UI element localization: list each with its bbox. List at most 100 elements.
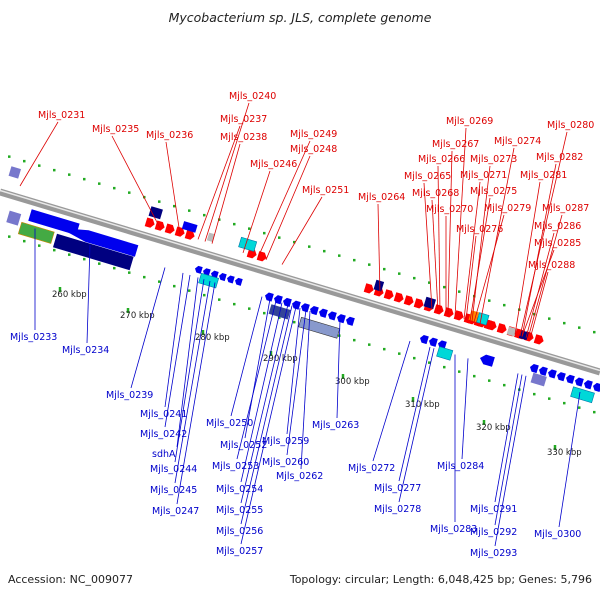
minus-gene-arrow — [265, 292, 274, 302]
gene-label-plus: Mjls_0231 — [38, 110, 85, 121]
gene-label-minus: Mjls_0257 — [216, 546, 263, 557]
upper-track-dot — [68, 173, 71, 176]
dark-gene-block — [52, 233, 134, 271]
minus-gene-arrow — [328, 311, 337, 321]
gene-label-minus: Mjls_0242 — [140, 429, 187, 440]
lower-track-dot — [263, 311, 266, 315]
upper-track-dot — [83, 177, 86, 181]
purple-gene-box — [8, 166, 22, 179]
upper-track-dot — [263, 231, 266, 235]
leader-line — [230, 296, 263, 417]
leader-line — [242, 170, 271, 254]
gene-label-plus: Mjls_0282 — [536, 152, 583, 163]
lower-track-dot — [83, 257, 86, 261]
gene-label-plus: Mjls_0275 — [470, 186, 517, 197]
lower-track-dot — [548, 397, 551, 400]
upper-track-dot — [428, 281, 431, 284]
minus-gene-arrow — [60, 228, 139, 257]
minus-gene-arrow — [235, 277, 243, 286]
map-title: Mycobacterium sp. JLS, complete genome — [168, 10, 432, 25]
accession-text: Accession: NC_009077 — [8, 573, 134, 586]
lower-track-dot — [473, 374, 476, 378]
upper-track-dot — [248, 227, 251, 230]
plus-gene-arrow — [383, 289, 394, 300]
upper-track-dot — [458, 290, 461, 293]
minus-gene-arrow — [219, 273, 227, 282]
scale-label: 270 kbp — [120, 311, 155, 321]
minus-gene-arrow — [337, 314, 346, 324]
leader-line — [469, 197, 491, 322]
upper-track-dot — [548, 317, 551, 320]
leader-line — [211, 143, 241, 244]
gene-label-minus: Mjls_0256 — [216, 526, 263, 537]
gene-label-minus: Mjls_0272 — [348, 463, 395, 474]
leader-line — [240, 306, 297, 545]
lower-track-dot — [428, 361, 431, 364]
scale-label: 260 kbp — [52, 290, 87, 300]
gene-label-plus: Mjls_0287 — [542, 203, 589, 214]
lower-track-dot — [188, 289, 191, 292]
leader-line — [236, 300, 277, 460]
upper-track-dot — [398, 272, 401, 275]
leader-line — [286, 307, 301, 435]
rna-box — [476, 312, 490, 326]
leader-line — [164, 274, 191, 428]
plus-gene-arrow — [363, 283, 374, 294]
upper-track-dot — [173, 204, 176, 208]
plus-gene-arrow — [486, 320, 497, 331]
gene-label-plus: Mjls_0246 — [250, 159, 297, 170]
upper-track-dot — [368, 263, 371, 266]
leader-line — [174, 279, 205, 463]
upper-track-dot — [338, 254, 341, 257]
leader-line — [494, 374, 523, 526]
leader-line — [165, 141, 181, 235]
gene-label-plus: Mjls_0238 — [220, 132, 267, 143]
minus-gene-arrow — [283, 297, 292, 308]
gene-label-plus: Mjls_0274 — [494, 136, 541, 147]
lower-track-dot — [23, 239, 26, 243]
upper-track-dot — [563, 321, 566, 325]
minus-gene-arrow — [566, 374, 575, 384]
gene-label-minus: Mjls_0245 — [150, 485, 197, 496]
backbone-highlight — [0, 189, 600, 372]
upper-track-dot — [53, 168, 56, 172]
lower-track-dot — [593, 410, 596, 414]
topology-text: Topology: circular; Length: 6,048,425 bp… — [289, 573, 592, 586]
lower-track-dot — [503, 383, 506, 387]
purple-gene-box — [530, 372, 547, 387]
gene-label-minus: Mjls_0278 — [374, 504, 421, 515]
gene-label-minus: Mjls_0254 — [216, 484, 263, 495]
minus-gene-arrow — [429, 337, 438, 347]
upper-track-dot — [278, 236, 281, 239]
gene-label-plus: Mjls_0280 — [547, 120, 594, 131]
plus-gene-arrow — [403, 295, 414, 306]
leader-line — [437, 165, 441, 313]
leader-line — [398, 348, 435, 503]
leader-line — [240, 302, 283, 483]
leader-line — [471, 165, 491, 322]
leader-line — [529, 271, 549, 340]
gene-label-plus: Mjls_0286 — [534, 221, 581, 232]
gene-label-plus: Mjls_0266 — [418, 154, 465, 165]
plus-gene-arrow — [154, 220, 165, 231]
gene-label-minus: Mjls_0255 — [216, 505, 263, 516]
leader-line — [494, 375, 527, 547]
lower-track-dot — [398, 352, 401, 355]
lower-track-dot — [293, 320, 296, 324]
lower-track-dot — [488, 379, 491, 382]
leader-line — [336, 319, 341, 419]
leader-line — [130, 267, 166, 389]
leader-line — [377, 203, 381, 295]
upper-track-dot — [488, 299, 491, 302]
rna-box — [570, 386, 595, 404]
leader-line — [454, 127, 467, 317]
leader-line — [447, 150, 453, 315]
leader-line — [372, 340, 411, 462]
minus-gene-arrow — [575, 377, 584, 387]
gene-label-minus: Mjls_0292 — [470, 527, 517, 538]
gene-label-plus: Mjls_0279 — [484, 203, 531, 214]
plus-gene-arrow — [496, 323, 507, 334]
leader-line — [244, 298, 271, 439]
genome-backbone — [0, 188, 600, 376]
gene-label-minus: Mjls_0250 — [206, 418, 253, 429]
